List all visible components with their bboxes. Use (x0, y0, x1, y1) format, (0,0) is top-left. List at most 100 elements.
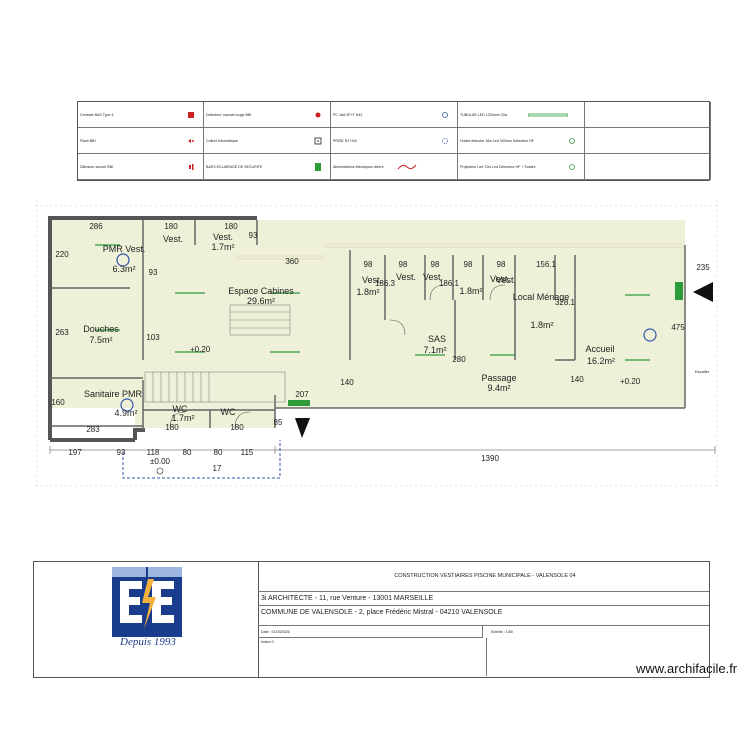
company-logo: Depuis 1993 (34, 562, 259, 677)
architect-row: 3i ARCHITECTE - 11, rue Venture - 13001 … (258, 592, 709, 606)
room-area: 7.1m² (423, 345, 446, 355)
dim: 180 (164, 222, 178, 231)
dim: 115 (241, 448, 254, 457)
client-row: COMMUNE DE VALENSOLE - 2, place Frédéric… (258, 606, 709, 626)
room-name: Espace Cabines (228, 286, 294, 296)
room-name: Vest. (213, 232, 233, 242)
room-area: 1.7m² (211, 242, 234, 252)
dim: 180 (165, 423, 179, 432)
stairs (144, 304, 291, 403)
legend-cell: BAES ECLAIRAGE DE SECURITE (204, 154, 331, 180)
legend-cell: Détecteur manuel rouge BBI (204, 102, 331, 128)
logo-icon (112, 567, 182, 637)
room-name: Sanitaire PMR (84, 389, 143, 399)
dimension-labels: 286 180 180 93 220 93 360 98 98 98 98 98… (51, 222, 710, 473)
alarm-panel-icon (188, 112, 194, 118)
room-name: Vest. (163, 234, 183, 244)
room-name: WC (173, 404, 188, 414)
dim: 156.1 (536, 260, 557, 269)
project-title: CONSTRUCTION VESTIAIRES PISCINE MUNICIPA… (258, 562, 709, 592)
outlet-icon (442, 112, 448, 118)
manual-call-point-icon (315, 112, 321, 118)
dim: 180 (230, 423, 244, 432)
dim: 180 (224, 222, 238, 231)
dim: 186.1 (439, 279, 460, 288)
projector-icon (569, 164, 575, 170)
legend-cell: Alimentations électriques divers (331, 154, 458, 180)
room-name: Accueil (585, 344, 614, 354)
scale-label: Echelle : 1/80 (491, 630, 513, 634)
legend-cell: PC 16A 2P+T H42 (331, 102, 458, 128)
room-name: Vest. (362, 275, 382, 285)
dim: 328.1 (555, 298, 576, 307)
stair-note: Escalier (695, 369, 710, 374)
led-tube-icon (528, 113, 568, 117)
porthole-light-icon (569, 138, 575, 144)
room-area: 16.2m² (587, 356, 615, 366)
dim: 98 (399, 260, 408, 269)
room-area: 1.8m² (459, 286, 482, 296)
dim: 80 (183, 448, 192, 457)
room-area: 7.5m² (89, 335, 112, 345)
dim: 98 (364, 260, 373, 269)
speaker-icon (189, 164, 194, 170)
entrance-arrow-icon (295, 282, 713, 438)
room-area: 29.6m² (247, 296, 275, 306)
dim: 85 (274, 418, 283, 427)
dim: 98 (497, 260, 506, 269)
room-name: PMR Vest. (103, 244, 146, 254)
room-name: WC (221, 407, 236, 417)
network-box-icon (314, 137, 322, 145)
exterior-walls (48, 216, 257, 442)
room-name: Passage (481, 373, 516, 383)
terrace-outline (122, 440, 281, 479)
grid-lines (35, 200, 720, 490)
dim: 475 (671, 323, 685, 332)
logo-tagline: Depuis 1993 (120, 636, 176, 648)
legend-cell (585, 102, 711, 128)
dim: 93 (249, 231, 258, 240)
emergency-exit-icon (315, 163, 321, 171)
dimension-lines (49, 446, 716, 454)
dim: 263 (55, 328, 69, 337)
level-label: ±0.00 (150, 457, 171, 466)
dim: 220 (55, 250, 69, 259)
door-swings (169, 284, 506, 429)
room-name: SAS (428, 334, 446, 344)
room-name: Vest. (423, 272, 443, 282)
legend-cell: Diffuseur sonore BBI (78, 154, 204, 180)
watermark: www.archifacile.fr (636, 661, 738, 676)
legend-cell (585, 154, 711, 180)
room-name: Local Ménage (513, 292, 570, 302)
floor-area (50, 220, 685, 428)
dim: 98 (431, 260, 440, 269)
level-label: +0.20 (620, 377, 641, 386)
legend-cell (585, 128, 711, 154)
led-fixtures (95, 244, 650, 361)
date-row: Date : 01/03/2026 (258, 626, 483, 638)
room-area: 1.8m² (356, 287, 379, 297)
room-name: Vest. (490, 274, 510, 284)
dim: 1390 (481, 454, 499, 463)
dim: 98 (464, 260, 473, 269)
interior-walls (50, 220, 686, 430)
title-block: Depuis 1993 CONSTRUCTION VESTIAIRES PISC… (33, 561, 710, 678)
room-area: 6.3m² (112, 264, 135, 274)
dim: 286 (89, 222, 103, 231)
exit-sign-icon (288, 282, 683, 406)
dim: 140 (340, 378, 354, 387)
dim: 140 (570, 375, 584, 384)
legend-cell: Coffret Informatique (204, 128, 331, 154)
room-name: Douches (83, 324, 119, 334)
dim: 283 (86, 425, 100, 434)
room-area: 4.9m² (114, 408, 137, 418)
dim: 360 (285, 257, 299, 266)
legend-cell: Centrale BAS Type 4 (78, 102, 204, 128)
legend-cell: Hublot étanche 18w Led 300mm Détecteur H… (458, 128, 585, 154)
dim: 17 (213, 464, 222, 473)
legend-table: Centrale BAS Type 4 Détecteur manuel rou… (77, 101, 711, 181)
dim: 207 (295, 390, 309, 399)
room-labels: PMR Vest. 6.3m² Vest. Vest. 1.7m² Espace… (83, 232, 615, 423)
dim: 160 (51, 398, 65, 407)
legend-cell: TUBULAR LED 1200mm 20w (458, 102, 585, 128)
